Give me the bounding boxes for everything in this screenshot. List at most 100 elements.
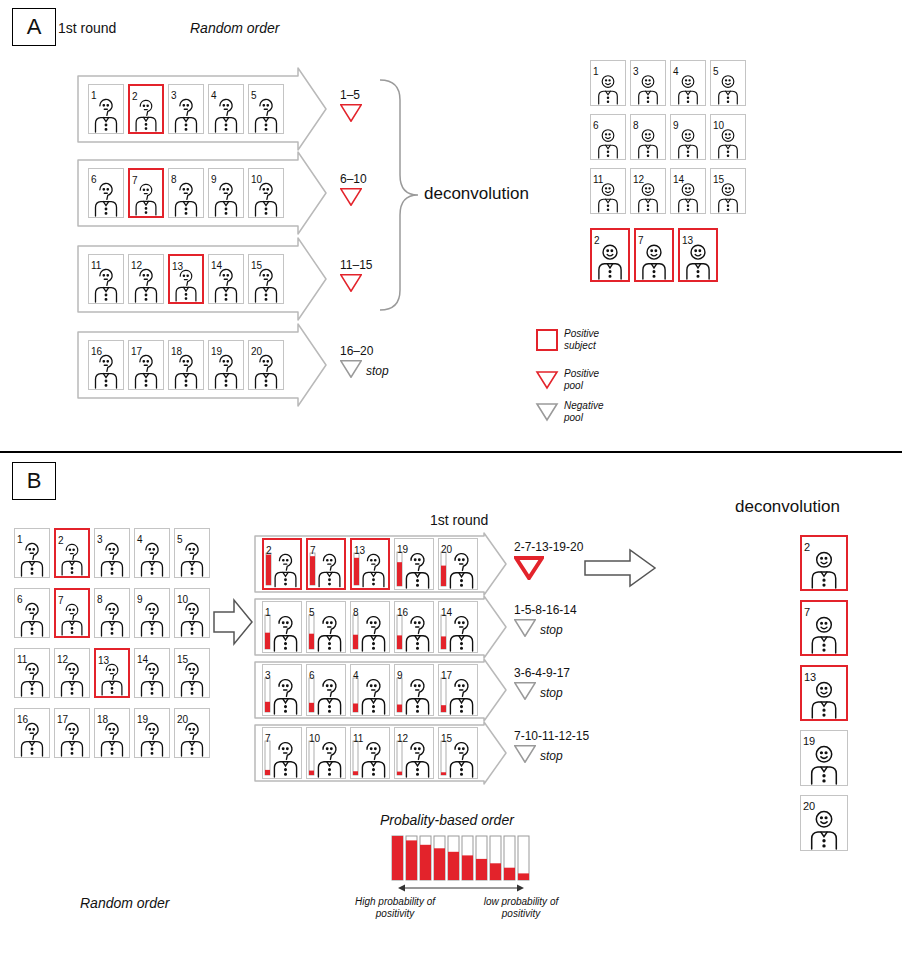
probability-fill <box>441 566 446 586</box>
probability-bar <box>266 553 271 585</box>
probability-fill <box>406 840 417 880</box>
card-number: 7 <box>802 607 810 618</box>
person-figure <box>679 184 698 212</box>
probability-bar <box>441 678 446 712</box>
card-number: 18 <box>95 714 108 725</box>
person-figure <box>22 543 43 576</box>
probability-bar <box>434 836 445 880</box>
person-card: 13 <box>350 538 390 590</box>
card-number: 7 <box>130 175 138 186</box>
person-card: 11 <box>88 254 124 304</box>
probability-fill <box>397 562 402 586</box>
person-card: 4 <box>350 664 390 716</box>
person-figure <box>22 603 43 636</box>
person-card: 16 <box>14 708 50 758</box>
probability-bar <box>354 553 359 585</box>
person-figure <box>679 130 698 158</box>
text-label: 1st round <box>430 512 488 529</box>
card-number: 9 <box>209 174 217 185</box>
legend-sample <box>535 370 559 390</box>
person-figure <box>216 99 237 132</box>
panel-divider <box>0 451 902 453</box>
card-number: 6 <box>307 670 315 681</box>
card-number: 1 <box>89 90 97 101</box>
pool-label: 7-10-11-12-15 <box>514 729 589 743</box>
card-number: 17 <box>129 346 142 357</box>
person-card: 15 <box>438 727 478 779</box>
probability-fill <box>397 635 402 649</box>
triangle-shape <box>340 188 362 206</box>
pool-triangle: 11–15 <box>340 258 372 292</box>
probability-bar <box>397 615 402 649</box>
probability-fill <box>310 556 315 585</box>
card-number: 7 <box>56 595 64 606</box>
person-card: 2 <box>590 228 630 282</box>
probability-bar <box>309 615 314 649</box>
card-number: 15 <box>439 733 452 744</box>
card-number: 17 <box>55 714 68 725</box>
person-card: 3 <box>630 60 666 106</box>
probability-bar <box>309 741 314 775</box>
probability-fill <box>266 555 271 585</box>
person-card: 12 <box>394 727 434 779</box>
card-number: 10 <box>175 594 188 605</box>
person-figure <box>319 554 340 586</box>
person-figure <box>643 245 665 279</box>
person-figure <box>102 664 122 695</box>
triangle-shape <box>340 274 362 292</box>
probability-fill <box>397 705 402 712</box>
card-number: 4 <box>671 66 679 77</box>
person-card: 18 <box>94 708 130 758</box>
person-figure <box>274 680 296 714</box>
card-number: 11 <box>15 654 27 665</box>
card-number: 12 <box>129 260 142 271</box>
card-number: 19 <box>801 736 815 747</box>
person-card: 7 <box>262 727 302 779</box>
person-figure <box>102 723 123 756</box>
person-card: 3 <box>262 664 302 716</box>
probability-fill <box>441 705 446 712</box>
person-figure <box>639 130 658 158</box>
person-figure <box>96 355 117 388</box>
card-number: 15 <box>249 260 262 271</box>
person-figure <box>102 543 123 576</box>
card-number: 16 <box>89 346 102 357</box>
person-figure <box>256 183 277 216</box>
card-number: 16 <box>395 607 408 618</box>
person-card: 13 <box>800 665 848 721</box>
card-number: 4 <box>135 534 143 545</box>
illustration-part <box>78 68 506 784</box>
triangle-shape <box>340 360 362 378</box>
person-figure <box>182 543 203 576</box>
person-card: 1 <box>88 84 124 134</box>
person-figure <box>812 682 835 718</box>
person-card: 2 <box>800 535 848 591</box>
person-card: 14 <box>438 601 478 653</box>
card-number: 13 <box>352 545 365 556</box>
text-label: deconvolution <box>424 184 529 204</box>
card-number: 12 <box>631 174 644 185</box>
person-figure <box>450 743 472 777</box>
text-label: Probality-based order <box>380 812 514 829</box>
person-figure <box>176 183 197 216</box>
card-number: 15 <box>175 654 188 665</box>
pool-row: stop <box>340 360 389 378</box>
person-card: 15 <box>710 168 746 214</box>
stop-label: stop <box>540 623 563 637</box>
person-card: 19 <box>800 730 848 786</box>
person-card: 2 <box>54 528 90 578</box>
person-card: 20 <box>800 795 848 851</box>
person-card: 10 <box>174 588 210 638</box>
person-figure <box>216 183 237 216</box>
person-card: 14 <box>670 168 706 214</box>
person-card: 2 <box>128 84 164 134</box>
person-card: 11 <box>14 648 50 698</box>
person-figure <box>406 680 428 714</box>
probability-fill <box>354 558 359 585</box>
probability-bar <box>397 741 402 775</box>
card-number: 13 <box>680 235 693 246</box>
probability-fill <box>504 868 515 880</box>
person-card: 11 <box>350 727 390 779</box>
person-card: 15 <box>248 254 284 304</box>
person-figure <box>599 245 621 279</box>
